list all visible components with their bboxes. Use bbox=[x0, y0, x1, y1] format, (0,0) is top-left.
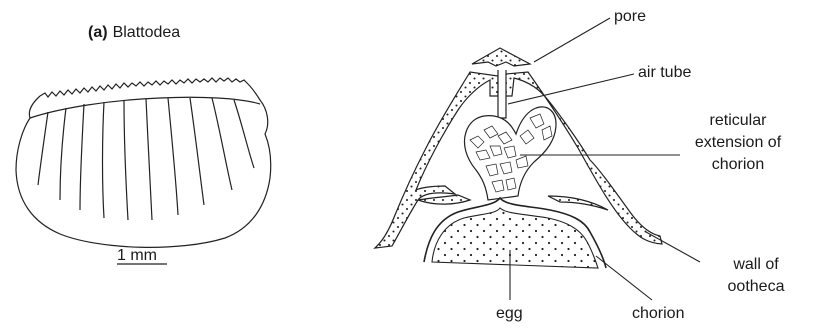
panel-title: (a) Blattodea bbox=[88, 24, 180, 42]
reticular-extension bbox=[464, 107, 556, 200]
taxon-name: Blattodea bbox=[113, 24, 181, 41]
ootheca-outline bbox=[16, 84, 271, 247]
label-wall-line1: wall of bbox=[706, 256, 806, 274]
label-air-tube: air tube bbox=[638, 64, 691, 82]
label-wall-line2: ootheca bbox=[706, 278, 806, 296]
label-egg: egg bbox=[496, 305, 523, 323]
label-wall-of-ootheca: wall of ootheca bbox=[706, 256, 806, 296]
label-chorion: chorion bbox=[632, 305, 684, 323]
label-pore: pore bbox=[614, 8, 646, 26]
air-tube bbox=[498, 70, 506, 118]
scale-bar-label: 1 mm bbox=[117, 247, 157, 265]
label-reticular-line2: extension of bbox=[684, 134, 792, 152]
panel-letter: (a) bbox=[88, 24, 108, 41]
cross-section bbox=[375, 48, 662, 268]
label-reticular-line3: chorion bbox=[684, 156, 792, 174]
ootheca-keel bbox=[40, 78, 248, 97]
label-reticular-extension: reticular extension of chorion bbox=[684, 112, 792, 174]
ootheca-sketch bbox=[16, 78, 271, 247]
label-reticular-line1: reticular bbox=[684, 112, 792, 130]
pore-cap bbox=[472, 48, 530, 66]
